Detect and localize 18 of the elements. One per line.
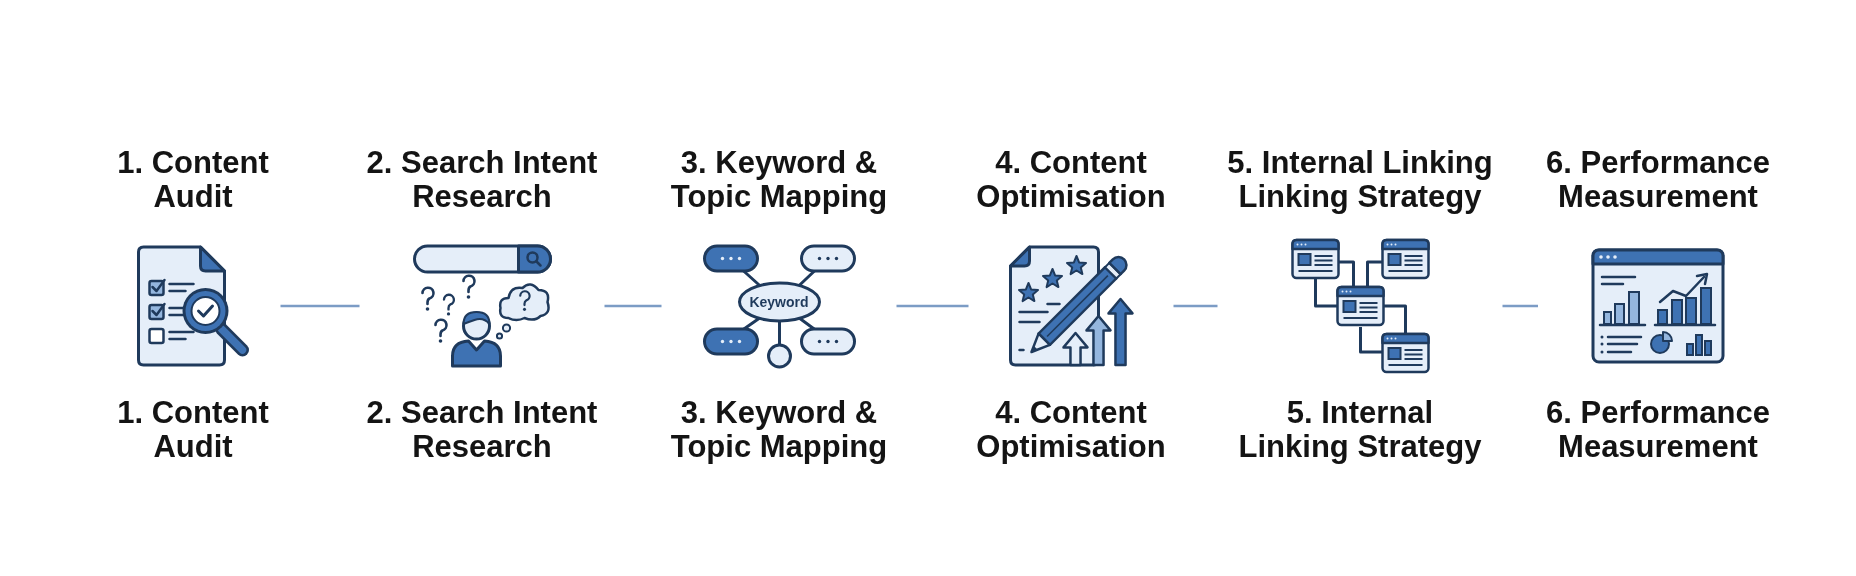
step-heading: 2. Search Intent Research: [365, 396, 599, 464]
step-heading: 1. Content Audit: [116, 146, 270, 214]
step-heading: 3. Keyword & Topic Mapping: [669, 396, 889, 464]
step-heading: 5. Internal Linking Strategy: [1237, 396, 1483, 464]
step-heading: 6. Performance Measurement: [1545, 396, 1771, 464]
connector-line: [1502, 304, 1538, 308]
connector-line: [280, 304, 360, 308]
step-heading: 3. Keyword & Topic Mapping: [669, 146, 889, 214]
step-heading: 1. Content Audit: [116, 396, 270, 464]
step-heading: 4. Content Optimisation: [975, 396, 1167, 464]
step-heading: 4. Content Optimisation: [975, 146, 1167, 214]
connector-line: [896, 304, 969, 308]
step-heading: 6. Performance Measurement: [1545, 146, 1771, 214]
step-heading: 5. Internal Linking Linking Strategy: [1226, 146, 1494, 214]
step-heading: 2. Search Intent Research: [365, 146, 599, 214]
topic-label: Keyword: [749, 293, 809, 310]
connector-line: [604, 304, 662, 308]
connector-line: [1173, 304, 1218, 308]
